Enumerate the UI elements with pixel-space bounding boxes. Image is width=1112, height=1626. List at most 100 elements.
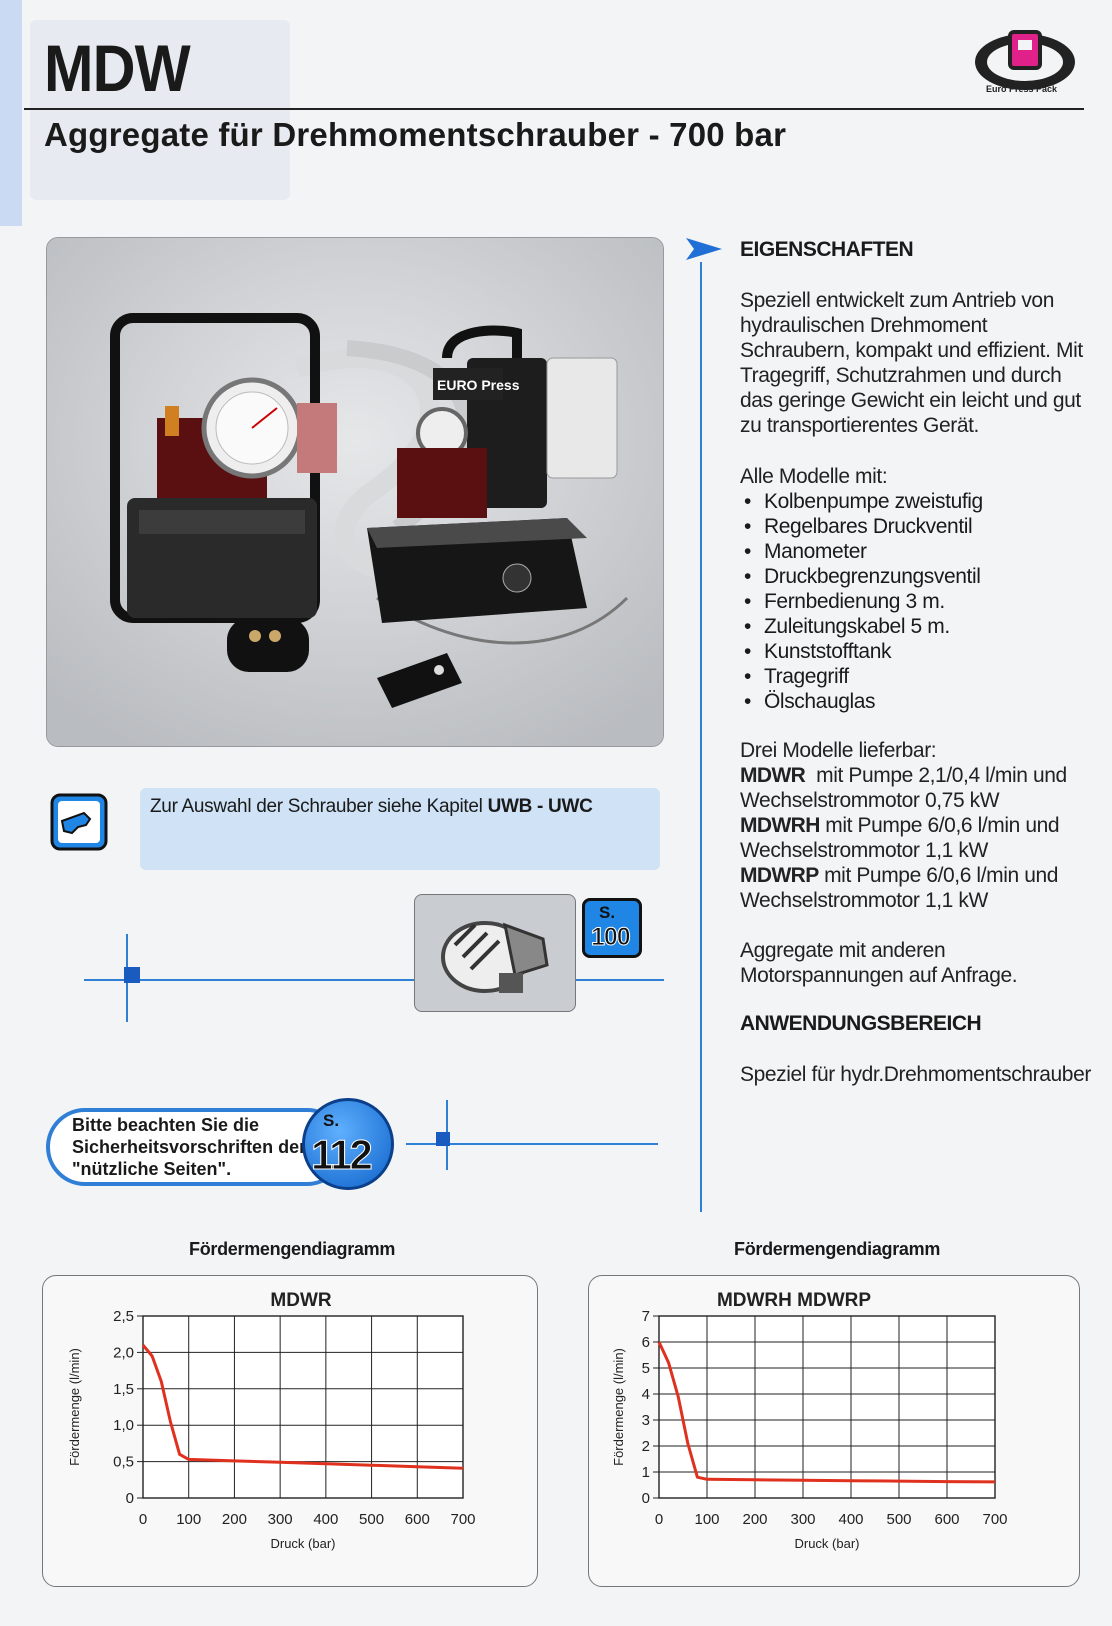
models-intro: Drei Modelle lieferbar:	[740, 739, 937, 762]
y-axis-label: Fördermenge (l/min)	[611, 1348, 626, 1466]
page-ref-badge-100[interactable]: S. 100	[582, 898, 642, 958]
model-entry: MDWRP mit Pumpe 6/0,6 l/min und Wechsels…	[740, 863, 1100, 913]
y-tick-label: 7	[642, 1308, 650, 1325]
x-tick-label: 700	[982, 1511, 1007, 1528]
x-tick-label: 600	[405, 1511, 430, 1528]
badge-prefix: S.	[599, 903, 616, 922]
model-name: MDWRP	[740, 864, 819, 887]
header-divider	[24, 108, 1084, 110]
application-heading: ANWENDUNGSBEREICH	[740, 1012, 982, 1035]
chart-title: Fördermengendiagramm	[189, 1239, 396, 1259]
series-name: MDWRH MDWRP	[717, 1290, 871, 1311]
x-tick-label: 100	[176, 1511, 201, 1528]
model-entry: MDWR mit Pumpe 2,1/0,4 l/min und Wechsel…	[740, 763, 1100, 813]
x-tick-label: 400	[838, 1511, 863, 1528]
flow-chart-mdwr: 0 100 200 300 400 500 600 700 0 0,5 1,0 1,5 2,0 2,5Dr…	[67, 1290, 476, 1551]
ref-line	[84, 979, 664, 981]
list-item: Kunststofftank	[744, 639, 983, 664]
product-photo: EURO Press	[46, 237, 664, 747]
left-color-strip	[0, 0, 22, 226]
x-tick-label: 0	[139, 1511, 147, 1528]
y-tick-label: 2	[642, 1438, 650, 1455]
list-item: Regelbares Druckventil	[744, 514, 983, 539]
series-name: MDWR	[270, 1290, 331, 1311]
y-axis-label: Fördermenge (l/min)	[67, 1348, 82, 1466]
photo-brand-label: EURO Press	[437, 377, 520, 393]
x-tick-label: 500	[886, 1511, 911, 1528]
series-line	[657, 1341, 996, 1484]
x-tick-label: 400	[313, 1511, 338, 1528]
ref-marker	[436, 1132, 450, 1146]
page-ref-badge-112[interactable]: S. 112	[302, 1098, 394, 1190]
list-item: Druckbegrenzungsventil	[744, 564, 983, 589]
x-tick-label: 300	[268, 1511, 293, 1528]
x-tick-label: 500	[359, 1511, 384, 1528]
y-tick-label: 2,5	[113, 1308, 134, 1325]
x-tick-label: 700	[450, 1511, 475, 1528]
list-item: Tragegriff	[744, 664, 983, 689]
y-tick-label: 0	[642, 1490, 650, 1507]
safety-note-text: Bitte beachten Sie die Sicherheitsvorsch…	[72, 1115, 307, 1179]
application-text: Speziel für hydr.Drehmomentschrauber	[740, 1063, 1091, 1086]
list-item: Kolbenpumpe zweistufig	[744, 489, 983, 514]
plot-area	[142, 1315, 464, 1499]
logo-caption: Euro Press Pack	[986, 84, 1058, 94]
y-tick-label: 4	[642, 1386, 650, 1403]
safety-note-box	[46, 1108, 346, 1186]
badge-number: 112	[311, 1131, 374, 1179]
series-line	[141, 1344, 464, 1470]
y-tick-label: 1	[642, 1464, 650, 1481]
model-entry: MDWRH mit Pumpe 6/0,6 l/min und Wechsels…	[740, 813, 1100, 863]
list-item: Manometer	[744, 539, 983, 564]
badge-number: 100	[591, 923, 632, 952]
y-tick-label: 3	[642, 1412, 650, 1429]
model-desc: mit Pumpe 6/0,6 l/min und Wechselstrommo…	[740, 814, 1060, 862]
x-tick-label: 0	[655, 1511, 663, 1528]
y-tick-label: 2,0	[113, 1344, 134, 1361]
hint-box	[140, 788, 660, 870]
x-tick-label: 300	[790, 1511, 815, 1528]
chart-title: Fördermengendiagramm	[734, 1239, 941, 1259]
y-tick-label: 6	[642, 1334, 650, 1351]
y-tick-label: 0	[126, 1490, 134, 1507]
y-tick-label: 0,5	[113, 1454, 134, 1471]
page-subtitle: Aggregate für Drehmomentschrauber - 700 …	[44, 116, 787, 153]
ref-line	[406, 1143, 658, 1145]
feature-list: Kolbenpumpe zweistufig Regelbares Druckv…	[744, 489, 983, 714]
background-ghost	[30, 20, 290, 200]
model-name: MDWRH	[740, 814, 820, 837]
list-item: Fernbedienung 3 m.	[744, 589, 983, 614]
section-arrow-icon	[686, 238, 722, 265]
x-tick-label: 100	[694, 1511, 719, 1528]
hint-chapter: UWB - UWC	[487, 796, 593, 817]
tool-image	[414, 894, 576, 1012]
x-tick-label: 200	[742, 1511, 767, 1528]
model-name: MDWR	[740, 764, 806, 787]
x-axis-label: Druck (bar)	[270, 1536, 335, 1551]
hint-prefix: Zur Auswahl der Schrauber siehe Kapitel	[150, 796, 483, 817]
hint-text: Zur Auswahl der Schrauber siehe Kapitel …	[150, 796, 593, 818]
models-block: Drei Modelle lieferbar: MDWR mit Pumpe 2…	[740, 738, 1100, 913]
features-heading: EIGENSCHAFTEN	[740, 238, 914, 261]
list-item: Ölschauglas	[744, 689, 983, 714]
model-desc: mit Pumpe 6/0,6 l/min und Wechselstrommo…	[740, 864, 1059, 912]
ref-marker	[124, 967, 140, 983]
y-tick-label: 1,0	[113, 1417, 134, 1434]
brand-logo: Euro Press Pack	[970, 22, 1080, 102]
x-tick-label: 600	[934, 1511, 959, 1528]
plot-area	[658, 1315, 996, 1499]
page-title: MDW	[44, 31, 191, 105]
x-axis-label: Druck (bar)	[794, 1536, 859, 1551]
x-tick-label: 200	[222, 1511, 247, 1528]
y-tick-label: 1,5	[113, 1381, 134, 1398]
model-desc: mit Pumpe 2,1/0,4 l/min und Wechselstrom…	[740, 764, 1067, 812]
list-item: Zuleitungskabel 5 m.	[744, 614, 983, 639]
badge-prefix: S.	[323, 1111, 340, 1130]
features-intro: Speziell entwickelt zum Antrieb von hydr…	[740, 289, 1083, 437]
y-tick-label: 5	[642, 1360, 650, 1377]
other-voltages-note: Aggregate mit anderen Motorspannungen au…	[740, 939, 1018, 987]
pointing-hand-icon	[50, 793, 108, 851]
